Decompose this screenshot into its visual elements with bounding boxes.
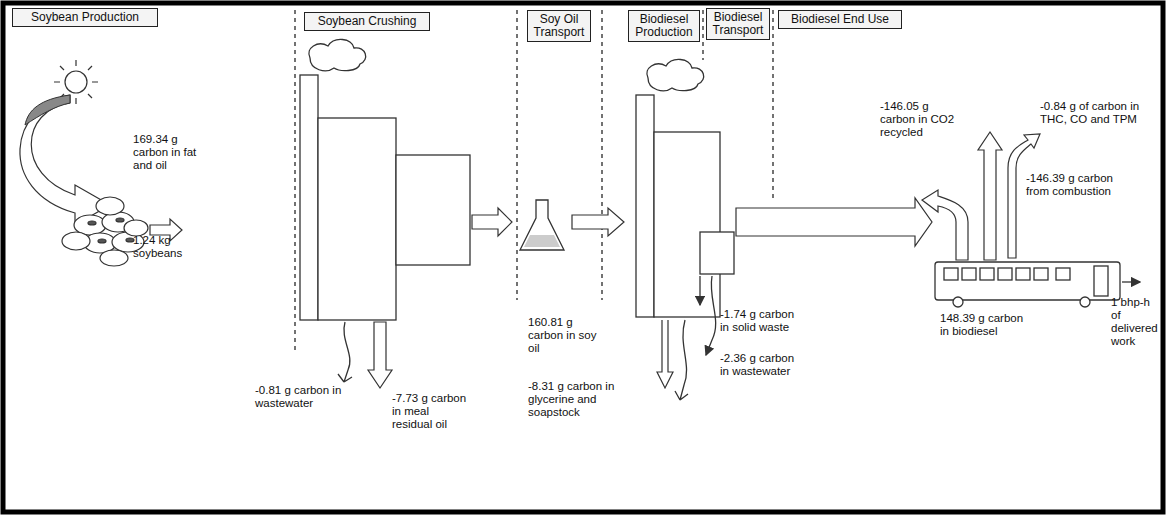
label-text: -146.39 g carbon from combustion [1026,172,1122,198]
stage-header-box: Biodiesel End Use [778,10,902,29]
bus [935,262,1120,307]
label-text: -2.36 g carbon in wastewater [720,352,802,378]
solid-waste-arrow [699,276,700,305]
label-text: 169.34 g carbon in fat and oil [133,133,205,172]
stage-name: Soybean Production [17,11,153,24]
stage-name: Biodiesel Production [633,13,695,39]
carbon-flow-label: -146.05 g carbon in CO2 recycled [880,100,962,139]
stage-header-box: Biodiesel Transport [706,8,770,40]
carbon-flow-label: 169.34 g carbon in fat and oil [133,133,205,172]
recycled-co2-arrow [922,190,968,260]
carbon-flow-label: -0.84 g of carbon in THC, CO and TPM [1040,100,1158,126]
stage-header-box: Soy Oil Transport [527,10,591,42]
stage-name: Biodiesel Transport [711,11,765,37]
glycerine-arrow [657,320,673,388]
label-text: -0.81 g carbon in wastewater [255,384,345,410]
crushing-plant [300,39,470,320]
carbon-flow-label: 1.24 kg soybeans [133,234,193,260]
stage-header-box: Soybean Crushing [304,12,430,31]
carbon-flow-label: -146.39 g carbon from combustion [1026,172,1122,198]
carbon-flow-label: -7.73 g carbon in meal residual oil [392,392,472,431]
label-text: -8.31 g carbon in glycerine and soapstoc… [528,380,636,419]
soy-oil-flask [520,200,564,250]
carbon-flow-label: -8.31 g carbon in glycerine and soapstoc… [528,380,636,419]
combustion-arrow [978,132,1002,260]
sunlight-arrow-shade [25,95,70,125]
meal-arrow [368,322,392,388]
label-text: -1.74 g carbon in solid waste [720,308,802,334]
label-text: 1 bhp-h of delivered work [1111,296,1160,348]
stage-name: Soybean Crushing [309,15,425,28]
label-text: -0.84 g of carbon in THC, CO and TPM [1040,100,1158,126]
carbon-flow-label: -1.74 g carbon in solid waste [720,308,802,334]
carbon-flow-label: -0.81 g carbon in wastewater [255,384,345,410]
carbon-flow-label: 1 bhp-h of delivered work [1111,296,1160,348]
biodiesel-plant [636,59,734,317]
wastewater-arrow [338,322,352,382]
label-text: 1.24 kg soybeans [133,234,193,260]
stage-separators [295,10,773,350]
label-text: -146.05 g carbon in CO2 recycled [880,100,962,139]
flow-arrow [572,208,624,236]
carbon-flow-label: 148.39 g carbon in biodiesel [940,312,1024,338]
stage-name: Biodiesel End Use [783,13,897,26]
carbon-flow-label: -2.36 g carbon in wastewater [720,352,802,378]
label-text: 148.39 g carbon in biodiesel [940,312,1024,338]
stage-header-box: Soybean Production [12,8,158,27]
label-text: 160.81 g carbon in soy oil [528,316,608,355]
label-text: -7.73 g carbon in meal residual oil [392,392,472,431]
carbon-flow-label: 160.81 g carbon in soy oil [528,316,608,355]
stage-header-box: Biodiesel Production [628,10,700,42]
wastewater-arrow [706,276,716,355]
flow-arrow [472,208,512,236]
flow-arrow [736,198,932,246]
wastewater-arrow [675,320,688,400]
work-arrow [1122,281,1140,282]
frame [3,3,1163,512]
stage-name: Soy Oil Transport [532,13,586,39]
